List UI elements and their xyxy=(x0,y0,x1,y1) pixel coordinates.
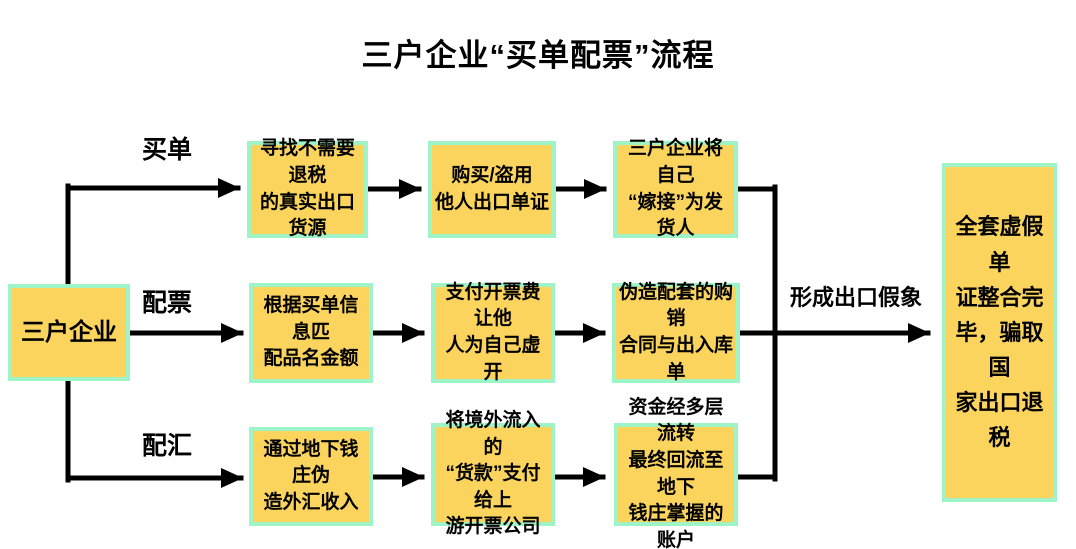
step-node-row3-2: 将境外流入的 “货款”支付给上 游开票公司 xyxy=(431,410,555,537)
source-node: 三户企业 xyxy=(8,284,130,381)
row3-branch-label: 配汇 xyxy=(141,432,192,460)
result-node: 全套虚假单 证整合完 毕，骗取国 家出口退税 xyxy=(942,163,1057,502)
merge-result-label: 形成出口假象 xyxy=(789,285,922,310)
step-node-row2-1: 根据买单信息匹 配品名金额 xyxy=(249,283,373,383)
step-node-row3-3: 资金经多层流转 最终回流至地下 钱庄掌握的账户 xyxy=(614,397,738,549)
step-node-row3-1: 通过地下钱庄伪 造外汇收入 xyxy=(249,427,373,526)
step-node-row2-3: 伪造配套的购销 合同与出入库单 xyxy=(612,282,740,383)
step-node-row1-3: 三户企业将自己 “嫁接”为发货人 xyxy=(613,138,738,239)
step-node-row1-2: 购买/盗用 他人出口单证 xyxy=(428,141,556,238)
page-title: 三户企业“买单配票”流程 xyxy=(361,38,715,73)
row1-branch-label: 买单 xyxy=(141,136,192,164)
row2-branch-label: 配票 xyxy=(141,289,192,317)
step-node-row1-1: 寻找不需要退税 的真实出口货源 xyxy=(247,138,368,239)
step-node-row2-2: 支付开票费让他 人为自己虚开 xyxy=(431,282,555,383)
